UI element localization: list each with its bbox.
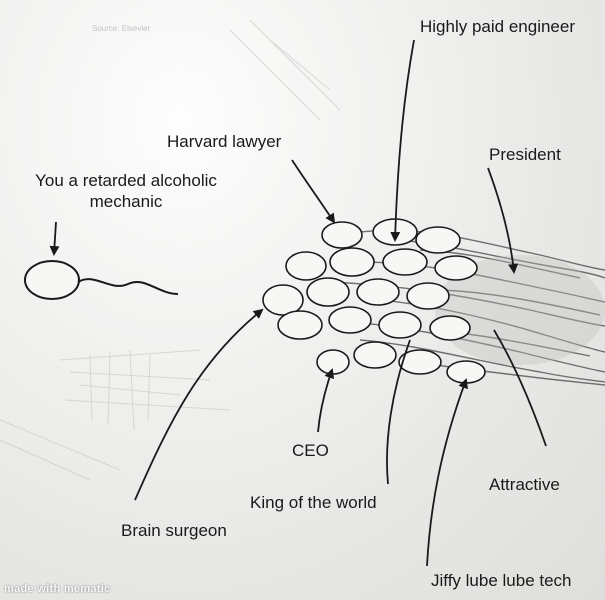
label-mechanic: You a retarded alcoholic mechanic (16, 170, 236, 212)
sketch-background (0, 19, 341, 481)
label-arrows (49, 39, 547, 567)
arrow-attractive (493, 329, 547, 447)
arrow-ceo (317, 368, 335, 433)
label-jiffy-lube-tech: Jiffy lube lube tech (431, 571, 572, 590)
arrow-brain (134, 308, 264, 501)
arrow-president (487, 167, 519, 274)
sperm-heads-cluster (262, 218, 486, 384)
tail-smudge (435, 255, 605, 365)
label-brain-surgeon: Brain surgeon (121, 521, 227, 540)
label-ceo: CEO (292, 441, 329, 460)
arrow-jiffy (426, 378, 468, 567)
label-president: President (489, 145, 561, 164)
arrow-harvard (291, 159, 336, 224)
mematic-watermark: made with mematic (4, 583, 111, 595)
label-harvard-lawyer: Harvard lawyer (167, 132, 282, 151)
arrow-king (386, 339, 411, 485)
label-mechanic-line1: You a retarded alcoholic (35, 171, 217, 190)
label-attractive: Attractive (489, 475, 560, 494)
lone-sperm (24, 260, 179, 300)
arrow-mechanic (49, 221, 60, 256)
arrow-engineer (390, 39, 415, 242)
label-engineer: Highly paid engineer (420, 17, 575, 36)
label-king-of-the-world: King of the world (250, 493, 377, 512)
label-mechanic-line2: mechanic (89, 192, 163, 211)
source-note: Source: Elsevier (92, 24, 151, 33)
